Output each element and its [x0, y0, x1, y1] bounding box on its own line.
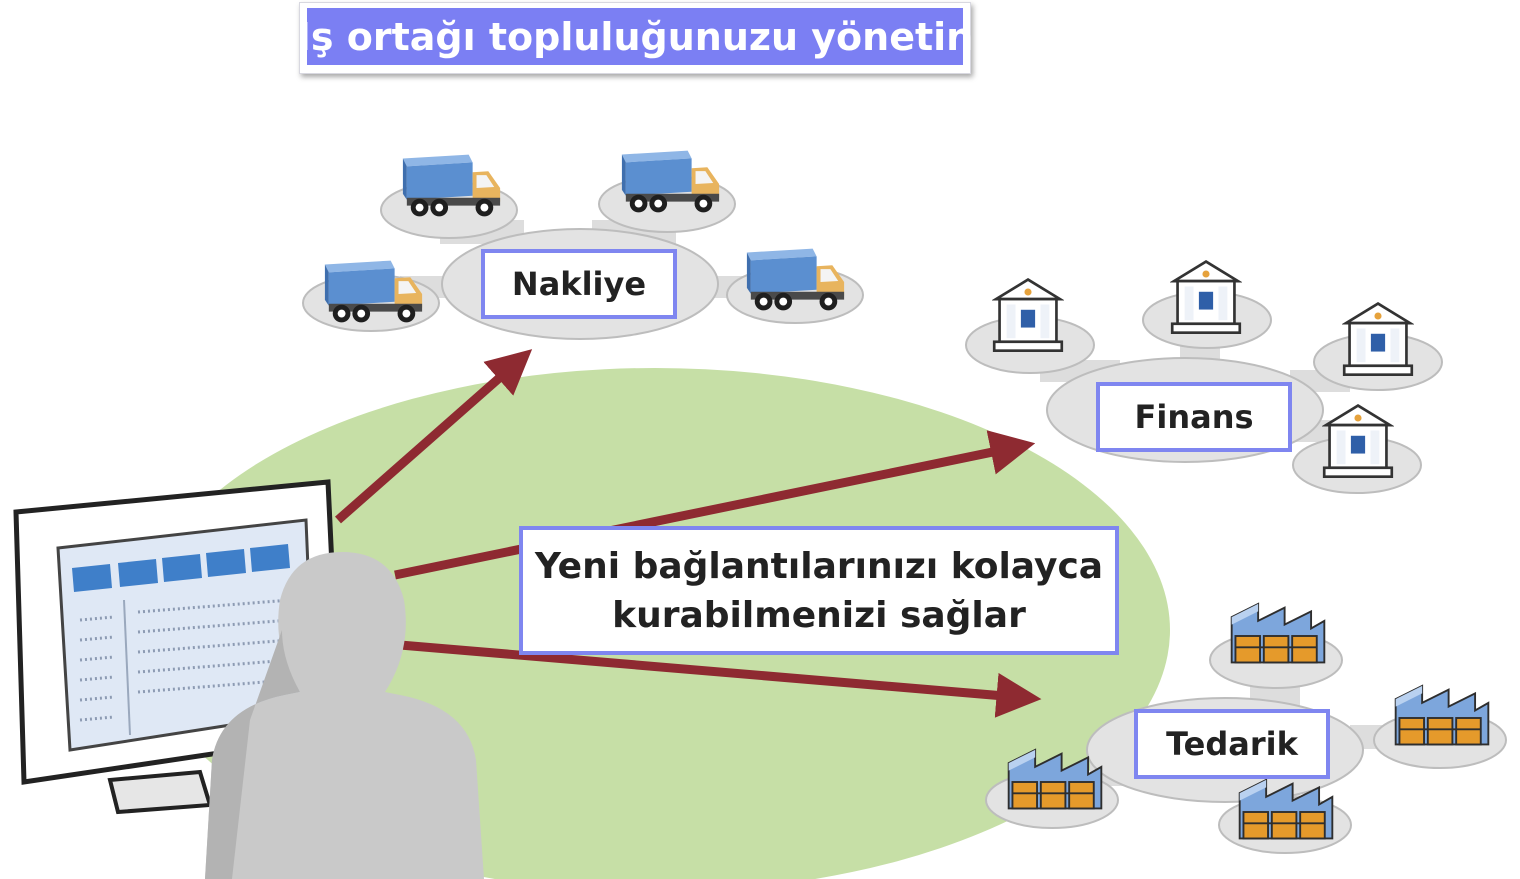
center-message: Yeni bağlantılarınızı kolayca kurabilmen…: [519, 526, 1119, 655]
group-label-finans: Finans: [1096, 382, 1292, 452]
bank-icon: [1170, 260, 1242, 335]
arrow-to-tedarik: [399, 640, 1042, 718]
group-label-nakliye: Nakliye: [481, 249, 677, 319]
factory-icon: [1007, 748, 1103, 810]
bank-icon: [1322, 404, 1394, 479]
factory-icon: [1230, 602, 1326, 664]
person-icon: [205, 552, 484, 879]
page-title: İş ortağı topluluğunuzu yönetin: [297, 8, 973, 65]
center-message-line2: kurabilmenizi sağlar: [612, 594, 1026, 636]
arrow-to-nakliye: [335, 349, 533, 524]
bank-icon: [992, 278, 1064, 353]
group-label-tedarik: Tedarik: [1134, 709, 1330, 779]
center-message-line1: Yeni bağlantılarınızı kolayca: [534, 545, 1104, 587]
factory-icon: [1394, 684, 1490, 746]
bank-icon: [1342, 302, 1414, 377]
title-banner: İş ortağı topluluğunuzu yönetin: [297, 2, 973, 74]
arrow-to-finans: [394, 430, 1036, 580]
factory-icon: [1238, 778, 1334, 840]
